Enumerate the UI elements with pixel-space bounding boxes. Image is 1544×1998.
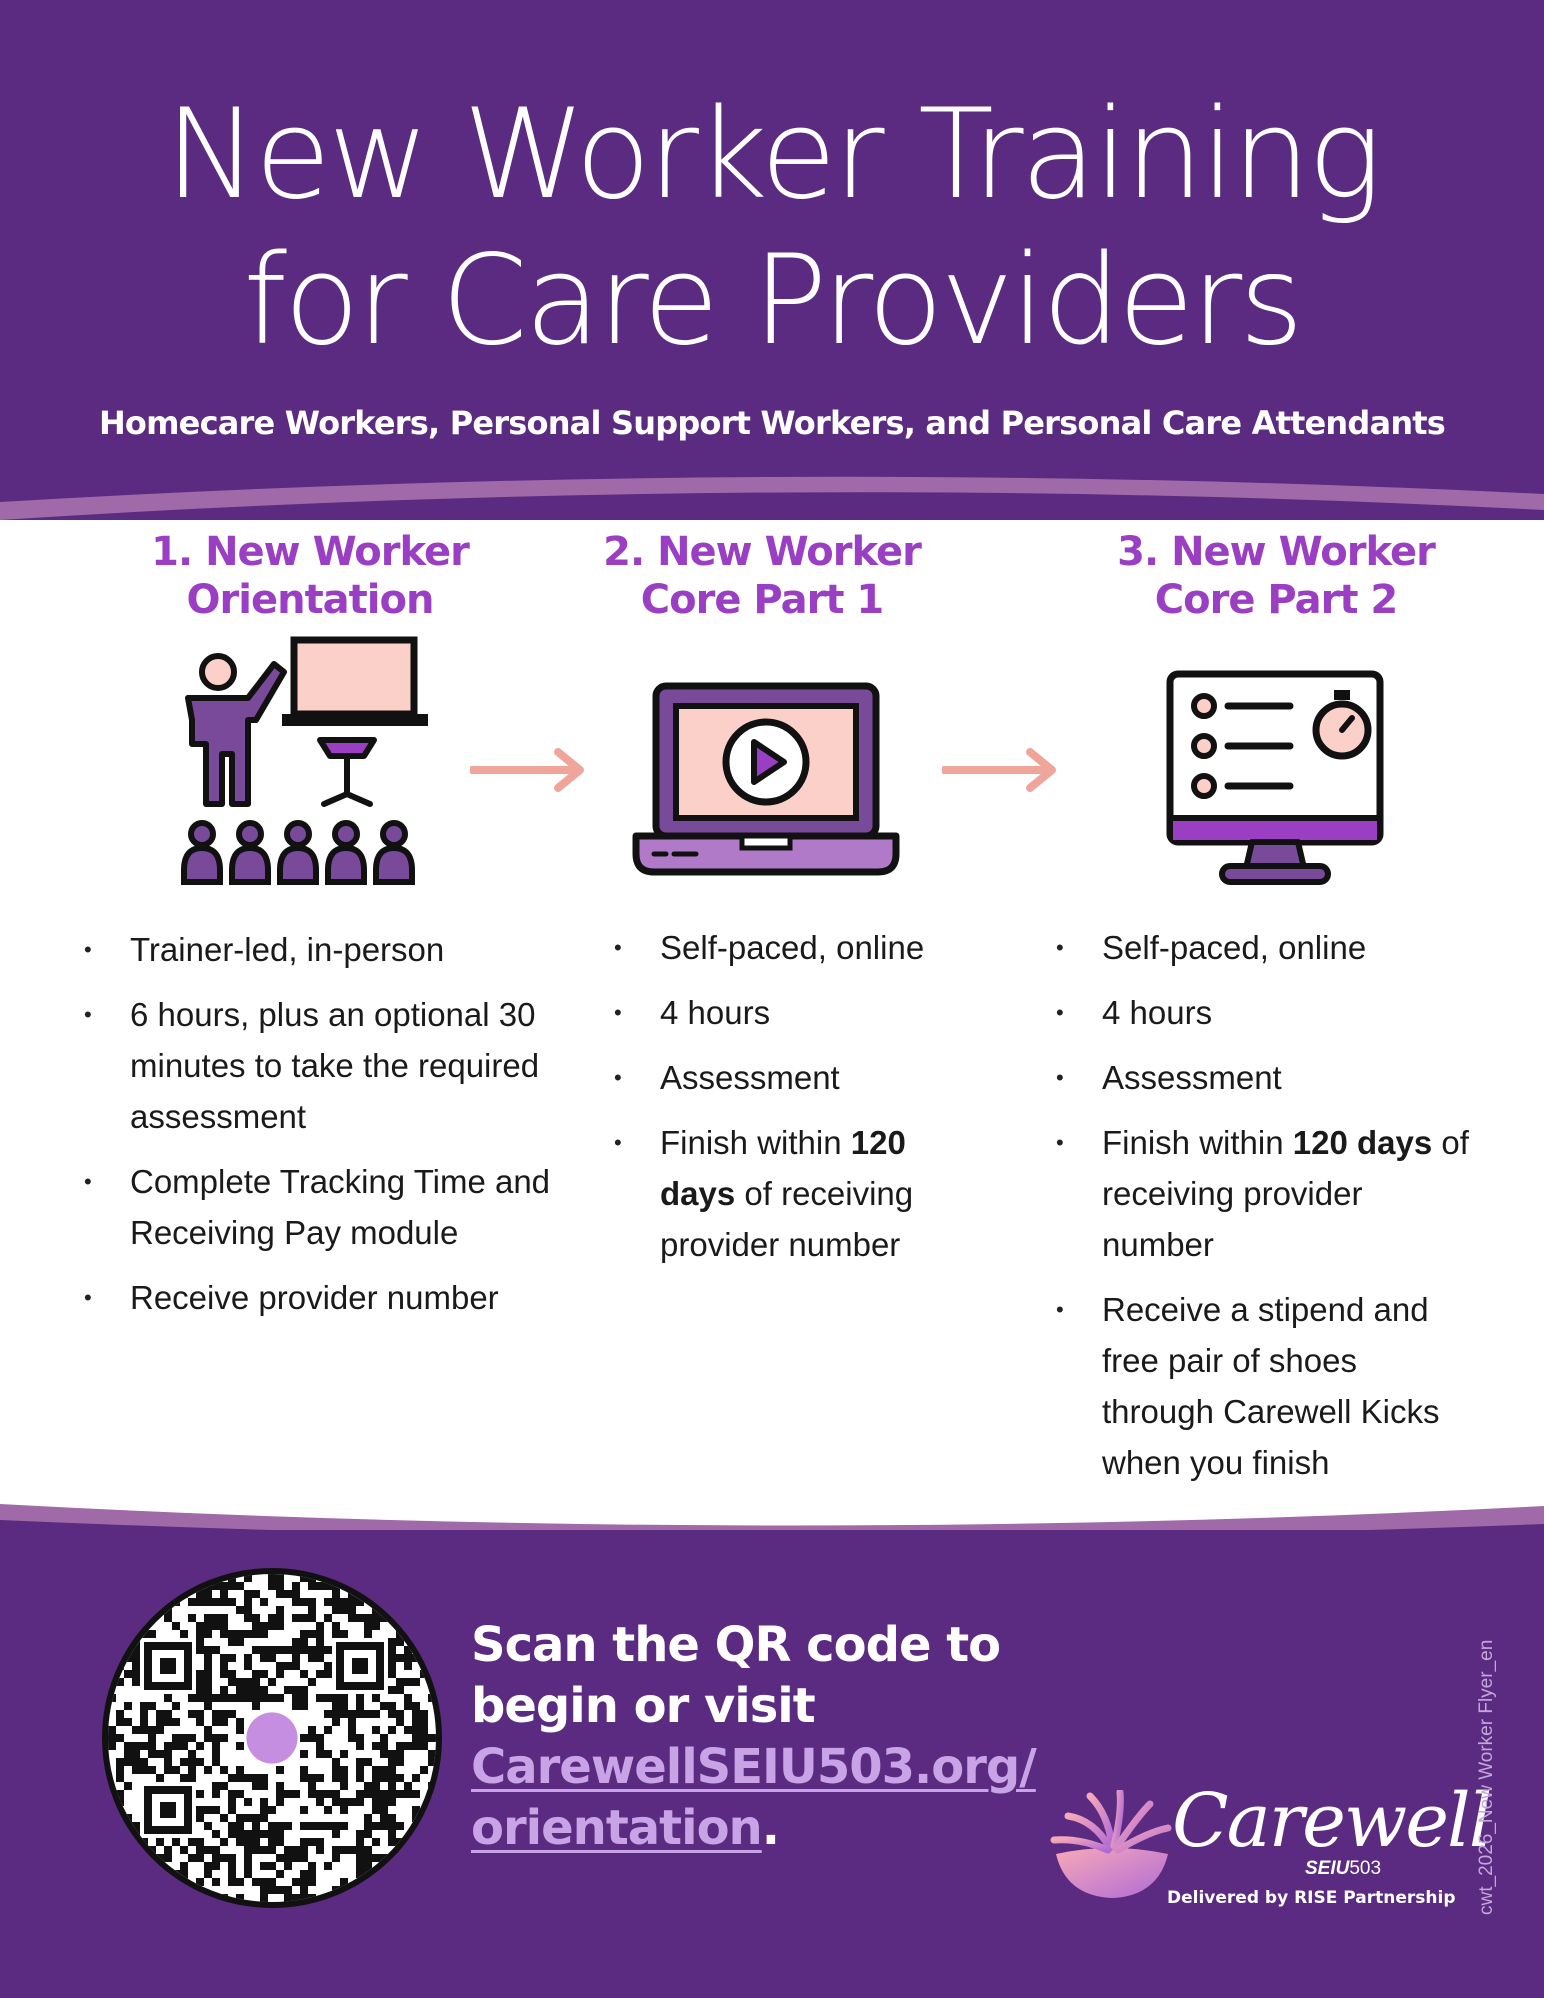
title-line-1: New Worker Training xyxy=(164,83,1382,227)
delivered-by: Delivered by RISE Partnership xyxy=(1167,1888,1456,1908)
list-item: Assessment xyxy=(614,1052,944,1103)
list-item: 4 hours xyxy=(614,987,944,1038)
carewell-logo-icon xyxy=(1050,1790,1172,1898)
list-item: Receive a stipend and free pair of shoes… xyxy=(1056,1284,1462,1488)
step-2-heading: 2. New Worker Core Part 1 xyxy=(603,529,922,623)
title-line-2: for Care Providers xyxy=(243,229,1304,373)
orientation-link[interactable]: CarewellSEIU503.org/ xyxy=(471,1739,1037,1795)
page-title: New Worker Training for Care Providers xyxy=(0,82,1544,374)
qr-code[interactable] xyxy=(102,1568,442,1908)
step-3-heading: 3. New Worker Core Part 2 xyxy=(1117,529,1436,623)
list-item: Self-paced, online xyxy=(614,922,944,973)
step-1-heading: 1. New Worker Orientation xyxy=(151,529,470,623)
list-item: Finish within 120 days of receiving prov… xyxy=(1056,1117,1476,1270)
brand-union: SEIU503 xyxy=(1305,1858,1382,1879)
arrow-right-icon xyxy=(470,748,584,792)
qr-code-pattern xyxy=(108,1574,436,1902)
list-item: Self-paced, online xyxy=(1056,922,1476,973)
document-code: cwt_2026_New Worker Flyer_en xyxy=(1476,1639,1497,1915)
list-item: Finish within 120 days of receiving prov… xyxy=(614,1117,944,1270)
orientation-link-cont[interactable]: orientation xyxy=(471,1800,763,1856)
header-band xyxy=(0,0,1544,520)
list-item: Receive provider number xyxy=(84,1272,554,1323)
page-subtitle: Homecare Workers, Personal Support Worke… xyxy=(98,404,1446,442)
step-2-bullet-list: Self-paced, online 4 hours Assessment Fi… xyxy=(614,922,944,1284)
step-1-bullet-list: Trainer-led, in-person 6 hours, plus an … xyxy=(84,924,554,1337)
list-item: 4 hours xyxy=(1056,987,1476,1038)
brand-name: Carewell xyxy=(1172,1778,1492,1864)
list-item: Complete Tracking Time and Receiving Pay… xyxy=(84,1156,554,1258)
header-wave xyxy=(0,462,1544,520)
list-item: Assessment xyxy=(1056,1052,1476,1103)
list-item: 6 hours, plus an optional 30 minutes to … xyxy=(84,989,554,1142)
laptop-video-icon xyxy=(632,682,900,876)
list-item: Trainer-led, in-person xyxy=(84,924,554,975)
trainer-presentation-icon xyxy=(181,636,428,885)
arrow-right-icon xyxy=(942,748,1056,792)
monitor-checklist-timer-icon xyxy=(1166,670,1384,885)
call-to-action: Scan the QR code to begin or visit Carew… xyxy=(471,1617,1037,1856)
step-3-bullet-list: Self-paced, online 4 hours Assessment Fi… xyxy=(1056,922,1476,1502)
